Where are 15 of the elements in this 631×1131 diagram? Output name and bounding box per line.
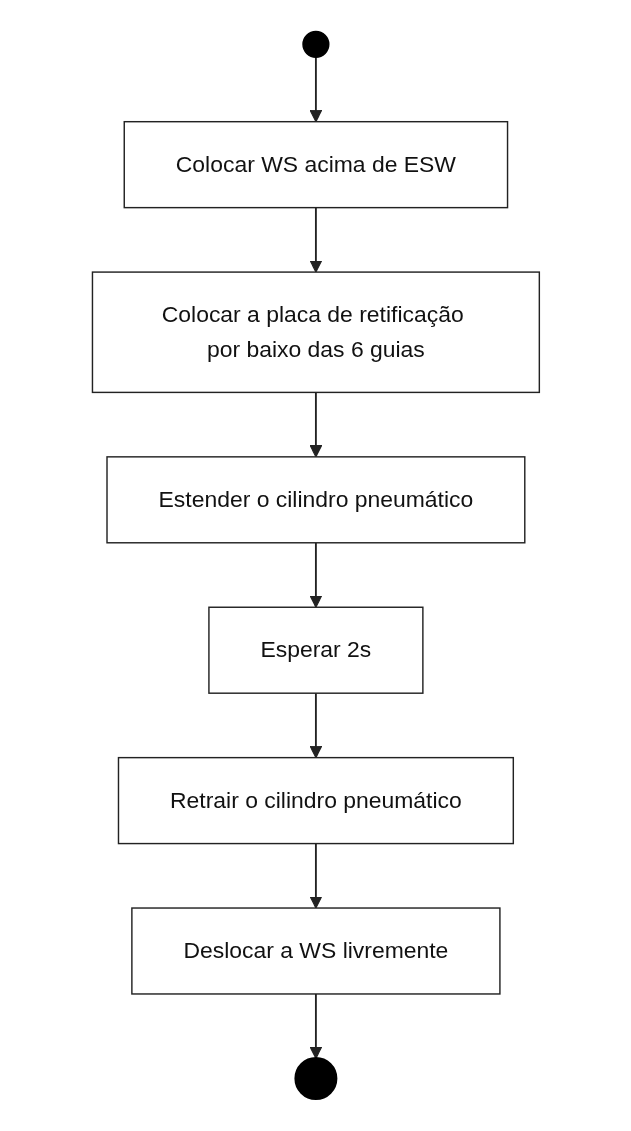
arrow	[309, 993, 322, 1059]
node-box: Esperar 2s	[207, 606, 424, 694]
arrow	[309, 842, 322, 909]
arrow	[309, 206, 322, 273]
arrow	[309, 692, 322, 759]
arrow	[309, 56, 322, 123]
node-circle	[301, 30, 330, 58]
node-circle	[294, 1057, 337, 1100]
node-box: Colocar WS acima de ESW	[123, 120, 508, 209]
node-box: Colocar a placa de retificação por baixo das 6 guias	[91, 271, 540, 394]
arrow	[309, 391, 322, 458]
node-box: Retrair o cilindro pneumático	[117, 756, 514, 845]
node-box: Estender o cilindro pneumático	[105, 456, 526, 544]
arrow	[309, 541, 322, 608]
node-box: Deslocar a WS livremente	[130, 907, 501, 995]
